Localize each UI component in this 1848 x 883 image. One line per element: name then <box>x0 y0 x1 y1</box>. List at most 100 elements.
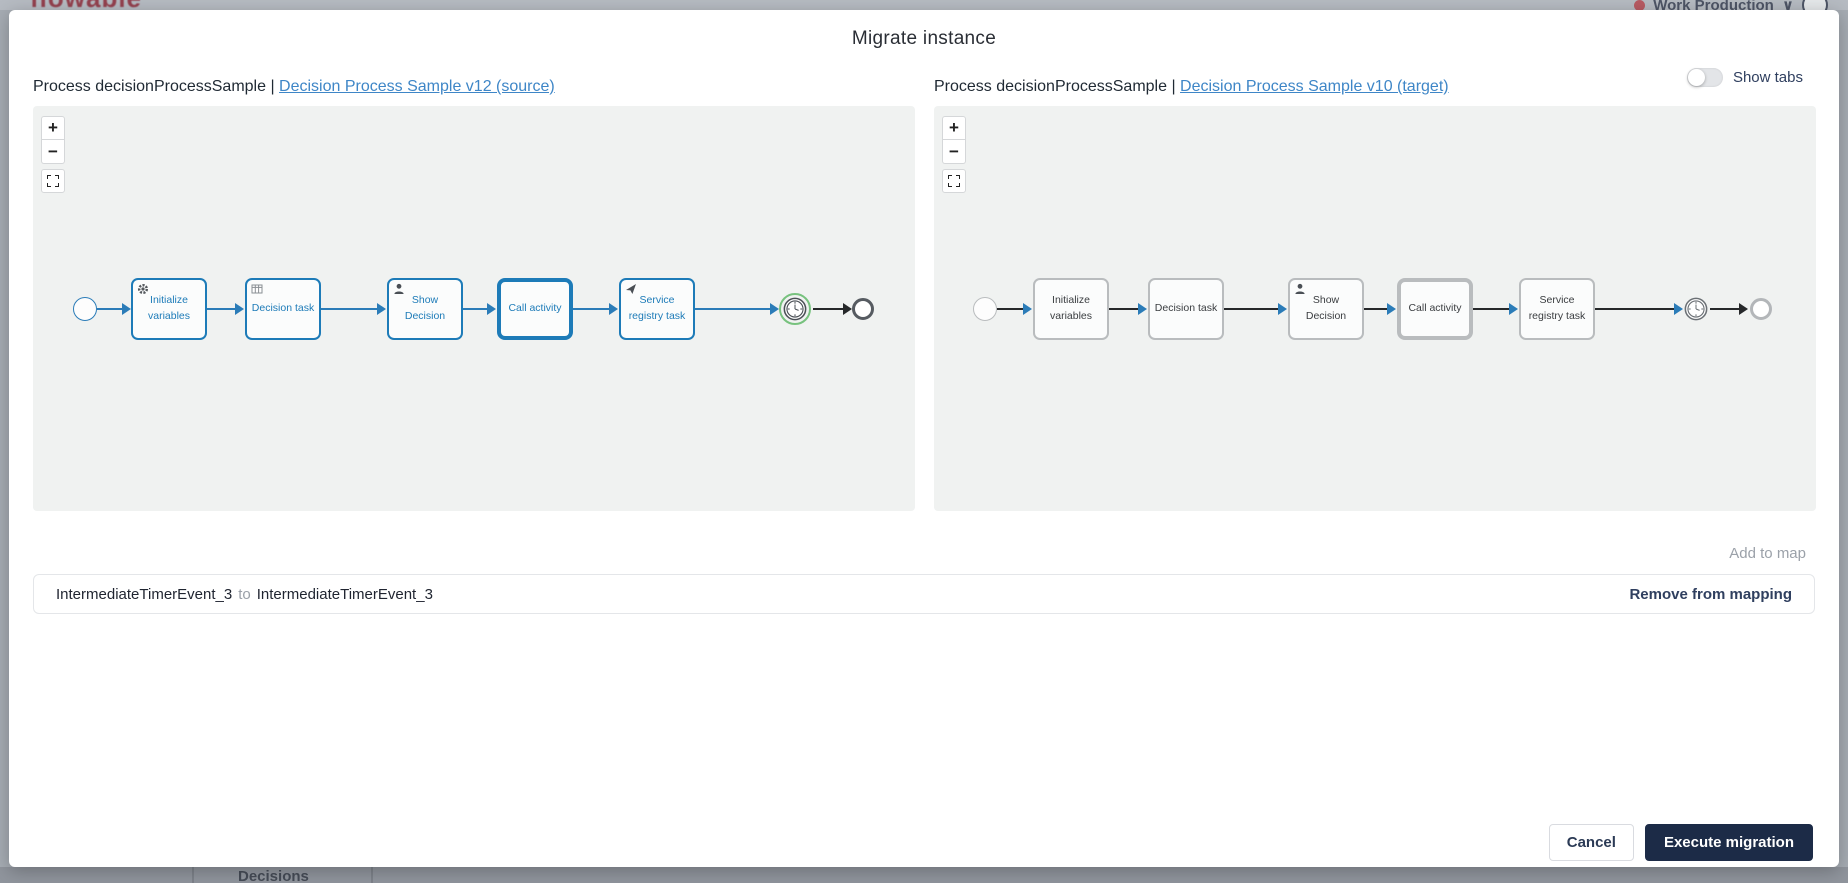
send-icon <box>625 283 637 295</box>
mapping-row: IntermediateTimerEvent_3 to IntermediateTi… <box>33 574 1815 614</box>
avatar <box>1802 0 1828 10</box>
arrowhead-icon <box>1138 303 1147 315</box>
arrowhead-icon <box>770 303 779 315</box>
sequence-flow <box>573 308 610 310</box>
arrowhead-icon <box>487 303 496 315</box>
source-zoom-controls: + − <box>41 116 65 193</box>
source-definition-link[interactable]: Decision Process Sample v12 (source) <box>279 78 555 95</box>
target-header-prefix: Process decisionProcessSample | <box>934 78 1176 95</box>
user-icon <box>1294 283 1306 295</box>
show-tabs-label: Show tabs <box>1732 69 1803 86</box>
chevron-down-icon: ∨ <box>1781 0 1794 10</box>
show-tabs-toggle[interactable]: Show tabs <box>1686 68 1803 87</box>
sequence-flow <box>695 308 771 310</box>
add-to-map-button[interactable]: Add to map <box>1729 545 1806 562</box>
task-show-decision[interactable]: Show Decision <box>387 278 463 340</box>
arrowhead-icon <box>1023 303 1032 315</box>
app-logo: flowable <box>30 0 142 10</box>
mapping-source-node: IntermediateTimerEvent_3 <box>56 585 233 603</box>
arrowhead-icon <box>1387 303 1396 315</box>
cancel-button[interactable]: Cancel <box>1548 824 1634 861</box>
task-service-registry[interactable]: Service registry task <box>619 278 695 340</box>
start-event[interactable] <box>973 297 997 321</box>
sequence-flow <box>813 308 844 310</box>
task-decision-task[interactable]: Decision task <box>1148 278 1224 340</box>
task-label: Initialize variables <box>147 294 191 322</box>
task-label: Initialize variables <box>1049 294 1093 322</box>
mapping-description: IntermediateTimerEvent_3 to IntermediateTi… <box>56 586 433 603</box>
mapping-target-node: IntermediateTimerEvent_3 <box>256 585 433 603</box>
active-node-ring <box>779 293 811 325</box>
target-definition-link[interactable]: Decision Process Sample v10 (target) <box>1180 78 1449 95</box>
task-label: Show Decision <box>404 294 446 322</box>
zoom-in-button[interactable]: + <box>942 116 966 140</box>
end-event[interactable] <box>1750 298 1772 320</box>
workspace-label: Work Production <box>1653 0 1774 10</box>
task-initialize-variables[interactable]: Initialize variables <box>131 278 207 340</box>
task-show-decision[interactable]: Show Decision <box>1288 278 1364 340</box>
toggle-knob <box>1687 69 1705 86</box>
task-label: Call activity <box>1408 302 1462 315</box>
task-label: Service registry task <box>628 294 686 322</box>
sequence-flow <box>1473 308 1510 310</box>
arrowhead-icon <box>843 303 852 315</box>
sequence-flow <box>207 308 236 310</box>
sequence-flow <box>1710 308 1740 310</box>
fit-screen-icon <box>948 175 960 187</box>
target-diagram-canvas[interactable]: + − Initialize variables Decision task <box>934 106 1816 511</box>
arrowhead-icon <box>1674 303 1683 315</box>
task-label: Call activity <box>508 302 562 315</box>
intermediate-timer-event[interactable] <box>783 297 807 321</box>
task-call-activity[interactable]: Call activity <box>1397 278 1473 340</box>
arrowhead-icon <box>1509 303 1518 315</box>
dialog-footer: Cancel Execute migration <box>1548 824 1813 861</box>
arrowhead-icon <box>609 303 618 315</box>
sequence-flow <box>463 308 488 310</box>
background-tab-decisions: Decisions <box>238 868 309 883</box>
target-zoom-controls: + − <box>942 116 966 193</box>
intermediate-timer-event[interactable] <box>1684 297 1708 321</box>
source-column: Process decisionProcessSample | Decision… <box>33 78 915 511</box>
source-diagram-canvas[interactable]: + − Initialize variables <box>33 106 915 511</box>
sequence-flow <box>997 308 1024 310</box>
source-header-prefix: Process decisionProcessSample | <box>33 78 275 95</box>
source-header: Process decisionProcessSample | Decision… <box>33 78 915 96</box>
arrowhead-icon <box>1739 303 1748 315</box>
sequence-flow <box>321 308 378 310</box>
toggle-switch[interactable] <box>1686 68 1723 87</box>
background-bottom-strip: Decisions <box>0 867 1848 883</box>
task-initialize-variables[interactable]: Initialize variables <box>1033 278 1109 340</box>
workspace-dot-icon <box>1634 0 1646 10</box>
workspace-switcher: Work Production ∨ <box>1634 0 1828 10</box>
sequence-flow <box>1364 308 1388 310</box>
sequence-flow <box>1224 308 1279 310</box>
zoom-in-button[interactable]: + <box>41 116 65 140</box>
task-label: Decision task <box>251 302 315 315</box>
zoom-fit-button[interactable] <box>41 169 65 193</box>
end-event[interactable] <box>852 298 874 320</box>
remove-from-mapping-button[interactable]: Remove from mapping <box>1629 585 1792 603</box>
zoom-out-button[interactable]: − <box>942 140 966 164</box>
background-top-strip: flowable Work Production ∨ <box>0 0 1848 10</box>
task-service-registry[interactable]: Service registry task <box>1519 278 1595 340</box>
start-event[interactable] <box>73 297 97 321</box>
execute-migration-button[interactable]: Execute migration <box>1644 824 1813 861</box>
divider <box>371 867 373 883</box>
task-decision-task[interactable]: Decision task <box>245 278 321 340</box>
user-icon <box>393 283 405 295</box>
arrowhead-icon <box>122 303 131 315</box>
task-label: Show Decision <box>1305 294 1347 322</box>
table-icon <box>251 283 263 295</box>
arrowhead-icon <box>377 303 386 315</box>
task-label: Service registry task <box>1528 294 1586 322</box>
fit-screen-icon <box>47 175 59 187</box>
task-label: Decision task <box>1154 302 1218 315</box>
zoom-out-button[interactable]: − <box>41 140 65 164</box>
sequence-flow <box>97 308 123 310</box>
divider <box>192 867 194 883</box>
mapping-joiner: to <box>238 585 251 603</box>
zoom-fit-button[interactable] <box>942 169 966 193</box>
migrate-instance-dialog: Migrate instance Show tabs Process decis… <box>9 10 1839 867</box>
task-call-activity[interactable]: Call activity <box>497 278 573 340</box>
arrowhead-icon <box>235 303 244 315</box>
